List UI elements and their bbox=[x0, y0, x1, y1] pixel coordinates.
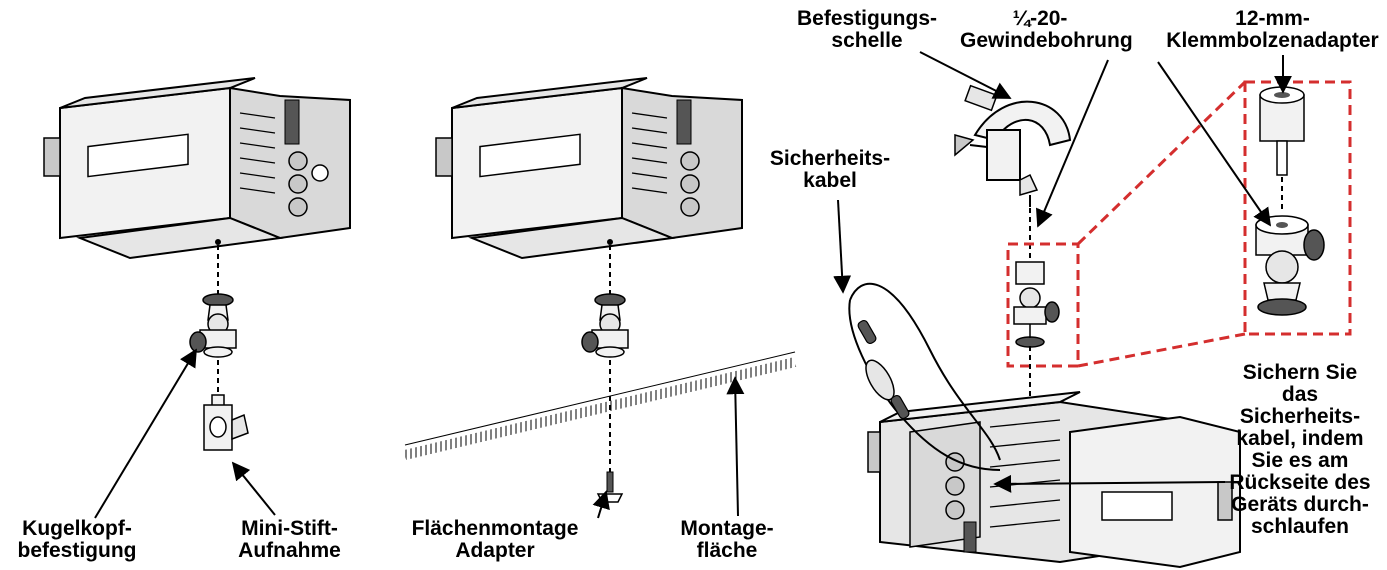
label-line: Gewindebohrung bbox=[960, 29, 1133, 52]
safety-cable-icon bbox=[848, 282, 1001, 471]
label-line: Sie es am bbox=[1251, 449, 1349, 472]
label-line: Sicherheits- bbox=[769, 147, 891, 170]
mini-pin-receiver-icon bbox=[203, 394, 249, 451]
label-line: Montage- bbox=[680, 517, 774, 540]
ball-head-icon bbox=[189, 293, 237, 358]
clamp-icon bbox=[954, 84, 1072, 207]
label-klemmbolzenadapter: 12-mm- Klemmbolzenadapter bbox=[1165, 8, 1380, 52]
label-line: fläche bbox=[696, 539, 758, 562]
fixture-icon bbox=[435, 77, 743, 260]
label-line: schelle bbox=[831, 29, 903, 52]
label-sichern-hinweis: Sichern Sie das Sicherheits- kabel, inde… bbox=[1225, 362, 1375, 538]
clamp-bolt-adapter-icon bbox=[1255, 86, 1325, 316]
label-line: Geräts durch- bbox=[1231, 493, 1369, 516]
label-line: Klemmbolzenadapter bbox=[1166, 29, 1379, 52]
label-line: 12-mm- bbox=[1235, 7, 1310, 30]
fixture-icon bbox=[43, 77, 351, 260]
label-line: ¼-20- bbox=[1012, 7, 1068, 30]
label-line: schlaufen bbox=[1250, 515, 1350, 538]
label-line: kabel, indem bbox=[1236, 427, 1364, 450]
label-line: Mini-Stift- bbox=[241, 517, 338, 540]
label-line: Sichern Sie bbox=[1242, 361, 1358, 384]
label-line: Sicherheits- bbox=[1239, 405, 1361, 428]
label-line: Befestigungs- bbox=[796, 7, 937, 30]
label-line: kabel bbox=[803, 169, 857, 192]
label-sicherheitskabel: Sicherheits- kabel bbox=[755, 148, 905, 192]
label-gewindebohrung: ¼-20- Gewindebohrung bbox=[960, 7, 1133, 52]
fixture-icon bbox=[867, 391, 1241, 569]
label-flaechenmontage-adapter: Flächenmontage Adapter bbox=[405, 518, 585, 562]
label-line: Adapter bbox=[455, 539, 535, 562]
label-line: Rückseite des bbox=[1229, 471, 1371, 494]
label-mini-stift-aufnahme: Mini-Stift- Aufnahme bbox=[222, 518, 357, 562]
label-kugelkopfbefestigung: Kugelkopf- befestigung bbox=[2, 518, 152, 562]
label-line: befestigung bbox=[17, 539, 137, 562]
label-line: Flächenmontage bbox=[411, 517, 579, 540]
label-montageflaeche: Montage- fläche bbox=[672, 518, 782, 562]
label-befestigungsschelle: Befestigungs- schelle bbox=[792, 8, 942, 52]
label-line: das bbox=[1281, 383, 1319, 406]
label-line: Kugelkopf- bbox=[22, 517, 132, 540]
ball-head-icon bbox=[581, 293, 629, 358]
clamp-bolt-adapter-icon bbox=[1013, 261, 1060, 348]
surface-mount-adapter-icon bbox=[596, 471, 624, 503]
label-line: Aufnahme bbox=[238, 539, 341, 562]
